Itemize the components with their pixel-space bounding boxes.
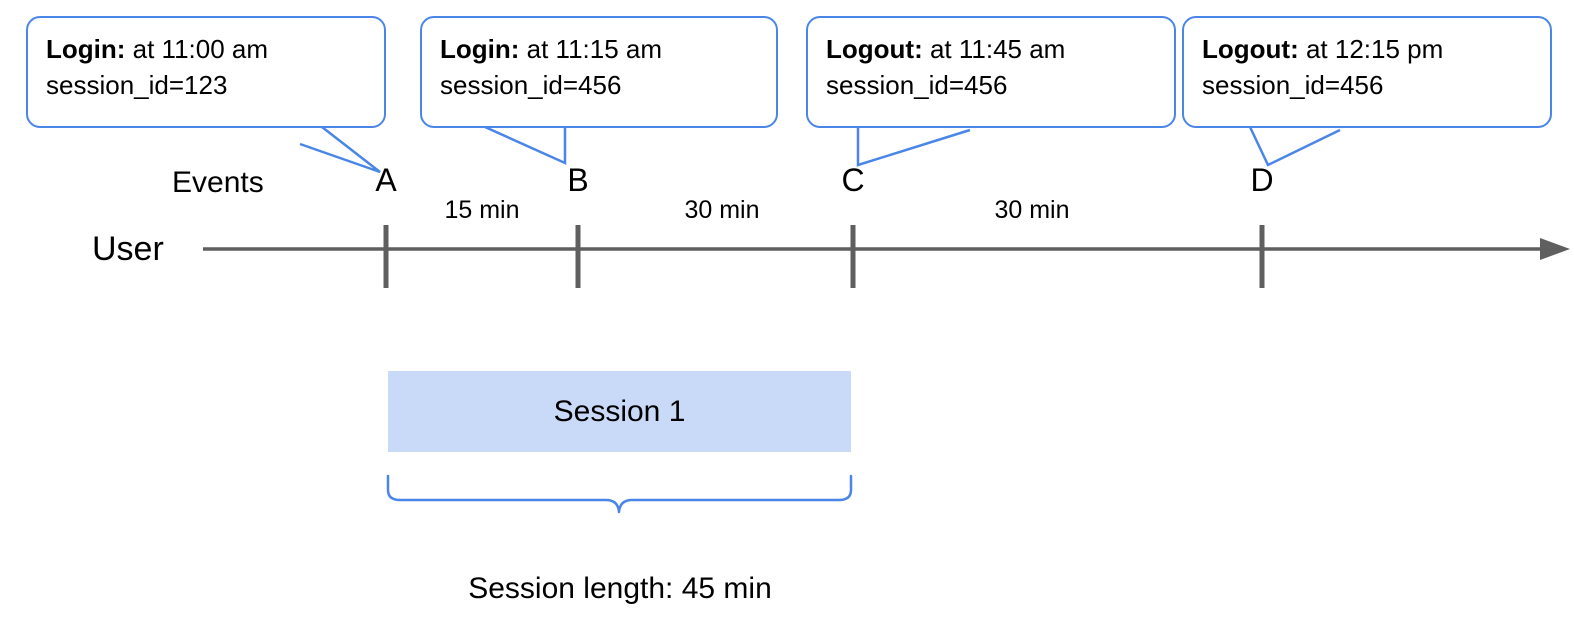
interval-label-c-d: 30 min bbox=[994, 196, 1070, 224]
callout-a[interactable]: Login: at 11:00 am session_id=123 bbox=[26, 16, 386, 128]
callout-c-time: at 11:45 am bbox=[922, 34, 1066, 64]
callout-tail-b bbox=[484, 125, 567, 165]
timeline-ticks bbox=[383, 225, 1265, 288]
callout-tail-d bbox=[1248, 126, 1341, 167]
interval-label-a-b: 15 min bbox=[444, 196, 520, 224]
tick-label-b: B bbox=[567, 162, 589, 198]
callout-a-event-label: Login: bbox=[46, 34, 126, 64]
callout-d-event-label: Logout: bbox=[1202, 34, 1299, 64]
callout-d-session: session_id=456 bbox=[1202, 69, 1384, 100]
session-length-label: Session length: 45 min bbox=[468, 572, 772, 605]
session-bar-label: Session 1 bbox=[553, 394, 686, 428]
callout-a-time: at 11:00 am bbox=[125, 34, 269, 64]
interval-label-b-c: 30 min bbox=[684, 196, 760, 224]
callout-d-primary: Logout: at 12:15 pm bbox=[1202, 32, 1532, 68]
callout-b-session: session_id=456 bbox=[440, 69, 622, 100]
callout-b[interactable]: Login: at 11:15 am session_id=456 bbox=[420, 16, 778, 128]
timeline-axis bbox=[203, 238, 1570, 260]
callout-a-primary: Login: at 11:00 am bbox=[46, 32, 366, 68]
callout-c[interactable]: Logout: at 11:45 am session_id=456 bbox=[806, 16, 1176, 128]
callout-d[interactable]: Logout: at 12:15 pm session_id=456 bbox=[1182, 16, 1552, 128]
tick-label-c: C bbox=[841, 162, 865, 198]
user-row-label: User bbox=[92, 230, 164, 268]
callout-c-primary: Logout: at 11:45 am bbox=[826, 32, 1156, 68]
callout-a-session: session_id=123 bbox=[46, 69, 228, 100]
session-brace bbox=[386, 474, 853, 514]
callout-tail-a bbox=[299, 126, 381, 174]
tick-label-d: D bbox=[1250, 162, 1274, 198]
callout-b-event-label: Login: bbox=[440, 34, 520, 64]
callout-c-event-label: Logout: bbox=[826, 34, 923, 64]
callout-tail-c bbox=[856, 127, 971, 167]
callout-b-primary: Login: at 11:15 am bbox=[440, 32, 758, 68]
events-row-label: Events bbox=[172, 166, 264, 199]
callout-b-time: at 11:15 am bbox=[519, 34, 663, 64]
callout-d-time: at 12:15 pm bbox=[1298, 34, 1444, 64]
tick-label-a: A bbox=[375, 162, 397, 198]
session-bar[interactable]: Session 1 bbox=[388, 371, 851, 452]
callout-c-session: session_id=456 bbox=[826, 69, 1008, 100]
